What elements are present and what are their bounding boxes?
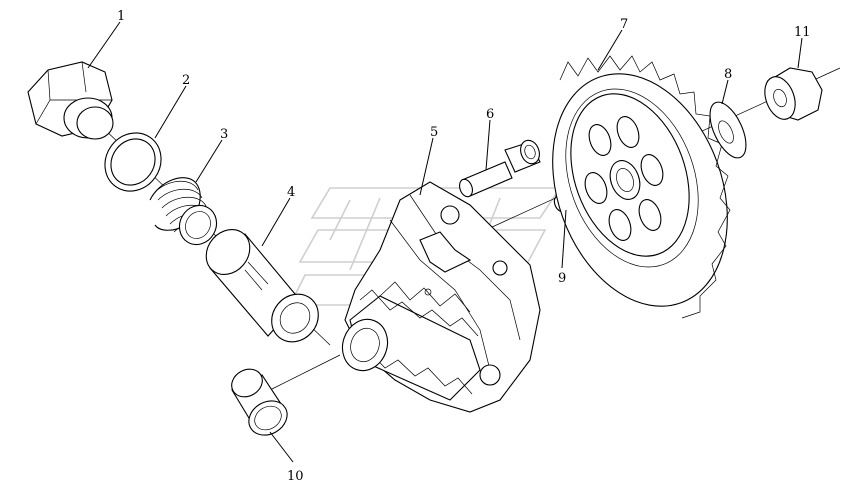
leader-1	[87, 21, 121, 69]
callout-6: 6	[486, 107, 494, 122]
callout-2: 2	[182, 73, 190, 88]
leader-lines	[87, 21, 803, 463]
callout-11: 11	[794, 25, 811, 40]
leader-11	[797, 37, 803, 69]
callout-10: 10	[287, 469, 304, 484]
callout-4: 4	[287, 185, 295, 200]
leader-5	[419, 137, 434, 196]
part-4-valve-sleeve	[205, 229, 319, 343]
part-5-pump-housing	[341, 181, 541, 413]
leader-3	[195, 139, 223, 183]
callout-labels: 1 2 3 4 5 6 7 8 9 10 11	[117, 9, 811, 484]
part-3-spring	[149, 177, 218, 246]
callout-9: 9	[558, 271, 566, 286]
callout-7: 7	[620, 17, 628, 32]
part-2-sealing-ring	[104, 132, 162, 192]
part-6-shaft-pin	[459, 139, 541, 198]
axis-line-lower	[269, 354, 341, 391]
leader-7	[597, 29, 623, 71]
callout-1: 1	[117, 9, 125, 24]
leader-4	[261, 197, 291, 247]
callout-5: 5	[430, 125, 438, 140]
part-8-washer	[709, 101, 747, 159]
callout-8: 8	[724, 67, 732, 82]
leader-9	[561, 209, 567, 269]
callout-3: 3	[220, 127, 228, 142]
leader-2	[154, 85, 187, 139]
leader-10	[269, 431, 294, 463]
leader-6	[485, 119, 491, 171]
part-1-hex-plug	[27, 61, 114, 140]
leader-8	[721, 79, 729, 105]
part-10-bushing	[231, 368, 288, 436]
part-7-drive-gear	[552, 55, 731, 319]
part-11-flange-nut	[764, 67, 823, 121]
